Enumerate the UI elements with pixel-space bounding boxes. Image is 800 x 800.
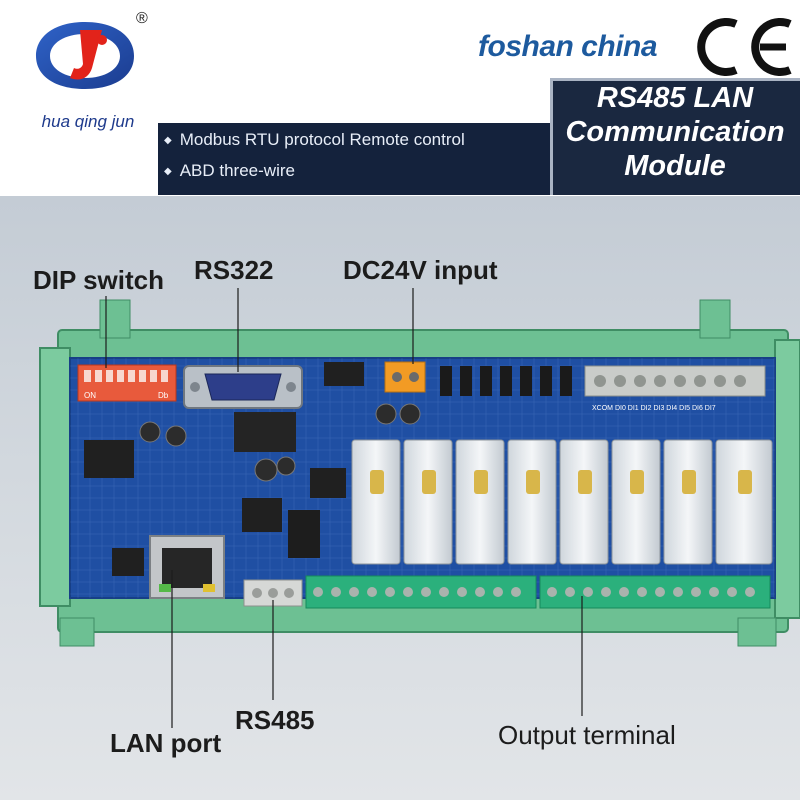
dip-db-label: Db [158, 391, 169, 400]
ic-chip [310, 468, 346, 498]
relay-bank [351, 439, 773, 565]
ic-chip [288, 510, 320, 558]
capacitors [139, 403, 421, 482]
rail-clip-right [774, 339, 800, 619]
label-lan-port: LAN port [110, 728, 222, 758]
feature-text: Modbus RTU protocol Remote control [179, 130, 465, 149]
ic-chip [112, 548, 144, 576]
mcu-chip [84, 440, 134, 478]
label-rs485: RS485 [235, 705, 315, 735]
brand-name: hua qing jun [41, 112, 135, 131]
feature-text: ABD three-wire [179, 161, 295, 180]
dip-on-label: ON [84, 391, 96, 400]
ic-chip [242, 498, 282, 532]
rail-tab [99, 299, 131, 339]
location-text: foshan china [478, 30, 658, 63]
callout-lines [105, 288, 583, 728]
label-rs322: RS322 [194, 255, 274, 285]
interface-chip [234, 412, 296, 452]
bullet-icon: ◆ [164, 166, 172, 177]
bullet-icon: ◆ [164, 135, 172, 146]
input-terminal-label: XCOM DI0 DI1 DI2 DI3 DI4 DI5 DI6 DI7 [592, 405, 716, 412]
rail-foot [59, 617, 95, 647]
ce-mark-icon [697, 18, 792, 76]
rail-tab [699, 299, 731, 339]
feature-item: ◆ ABD three-wire [164, 161, 295, 181]
huaqingjun-logo [36, 22, 134, 89]
label-dip-switch: DIP switch [33, 265, 165, 295]
label-dc24v-input: DC24V input [343, 255, 498, 285]
rail-clip-left [39, 347, 71, 607]
title-line: RS485 LAN [596, 82, 754, 114]
registered-mark: ® [136, 10, 148, 27]
features-panel: ◆ Modbus RTU protocol Remote control ◆ ABD… [158, 123, 551, 195]
driver-components [440, 366, 572, 396]
title-line: Communication [565, 116, 785, 148]
title-line: Module [624, 150, 726, 182]
ic-chip [324, 362, 364, 386]
product-title-box: RS485 LAN Communication Module [550, 78, 800, 195]
label-output-terminal: Output terminal [498, 720, 676, 750]
rail-foot [737, 617, 777, 647]
feature-item: ◆ Modbus RTU protocol Remote control [164, 130, 465, 150]
dip-switch[interactable] [77, 364, 177, 402]
